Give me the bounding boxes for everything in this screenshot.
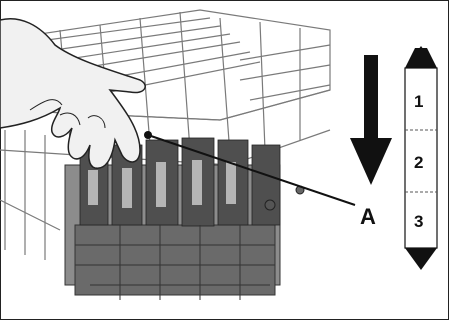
scale-level-1: 1 [414, 92, 423, 111]
scale-level-3: 3 [414, 212, 423, 231]
height-scale: 1 2 3 [405, 46, 437, 270]
scale-level-2: 2 [414, 153, 423, 172]
callout-a-label: A [360, 204, 376, 229]
